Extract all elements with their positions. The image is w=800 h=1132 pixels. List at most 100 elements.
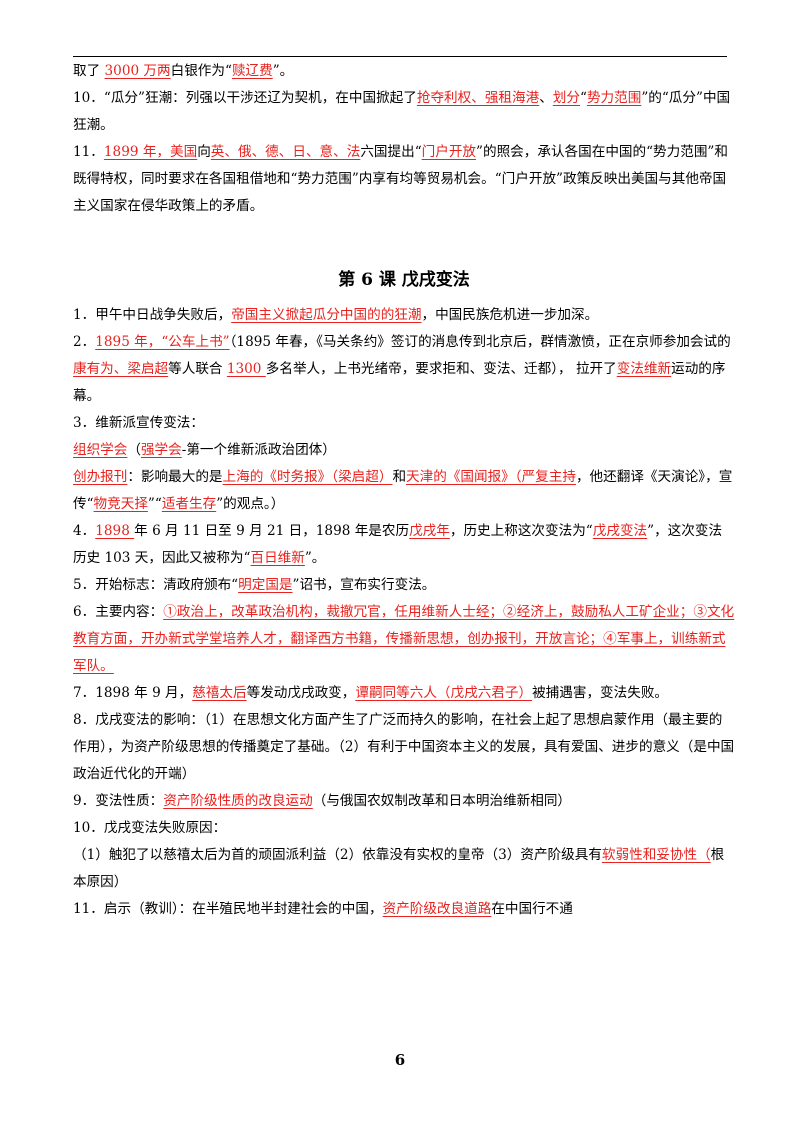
paragraph: （1）触犯了以慈禧太后为首的顽固派利益（2）依靠没有实权的皇帝（3）资产阶级具有… [73, 842, 735, 896]
text-run: ”的“瓜分”中国狂潮。 [73, 90, 731, 133]
text-run: 和 [392, 469, 407, 485]
text-run: 取了 [73, 63, 105, 79]
text-run: 1．甲午中日战争失败后， [73, 307, 232, 323]
text-run: -第一个维新派政治团体） [181, 442, 336, 458]
text-run: 年 6 月 11 日至 9 月 21 日，1898 年是农历 [134, 523, 410, 539]
text-run: 7．1898 年 9 月， [73, 685, 193, 701]
highlighted-text: 明定国是 [238, 577, 293, 593]
highlighted-text: 慈禧太后 [192, 685, 247, 701]
text-run: 在中国行不通 [491, 901, 573, 917]
text-run: 向 [197, 144, 211, 160]
text-run: ”，这次变法历史 103 天，因此又被称为“ [73, 523, 723, 566]
paragraph: 11．1899 年，美国向英、俄、德、日、意、法六国提出“门户开放”的照会，承认… [73, 139, 735, 220]
highlighted-text: 3000 万两 [104, 63, 171, 79]
paragraph: 5．开始标志：清政府颁布“明定国是”诏书，宣布实行变法。 [73, 572, 735, 599]
text-run: ：影响最大的是 [127, 469, 223, 485]
text-run: 5．开始标志：清政府颁布“ [73, 577, 239, 593]
lesson-title: 第 6 课 戊戌变法 [338, 270, 470, 290]
text-run: （1895 年春，《马关条约》签订的消息传到北京后，群情激愤，正在京师参加会试的 [229, 334, 731, 350]
highlighted-text: 抢夺利权、强租海港 [416, 90, 540, 106]
text-run: 等发动戊戌政变， [246, 685, 356, 701]
text-run: 4． [73, 523, 96, 539]
text-run: 六国提出“ [360, 144, 422, 160]
highlighted-text: 适者生存 [161, 496, 217, 512]
page-number: 6 [394, 1051, 406, 1069]
highlighted-text: 1895 年，“公车上书” [95, 334, 230, 350]
highlighted-text: 赎辽费 [231, 63, 273, 79]
highlighted-text: 1899 年，美国 [103, 144, 198, 160]
text-run: ”。 [272, 63, 294, 79]
highlighted-text: ①政治上，改革政治机构，裁撤冗官，任用维新人士经；②经济上，鼓励私人工矿企业；③… [73, 604, 735, 674]
highlighted-text: 物竞天择 [93, 496, 148, 512]
paragraph: 2．1895 年，“公车上书”（1895 年春，《马关条约》签订的消息传到北京后… [73, 329, 735, 410]
highlighted-text: 创办报刊 [73, 469, 128, 485]
paragraph: 11．启示（教训）：在半殖民地半封建社会的中国，资产阶级改良道路在中国行不通 [73, 896, 735, 923]
paragraph: 10．戊戌变法失败原因： [73, 815, 735, 842]
highlighted-text: 划分 [552, 90, 580, 106]
text-run: 运动的序幕。 [73, 361, 726, 404]
paragraph: 9．变法性质：资产阶级性质的改良运动（与俄国农奴制改革和日本明治维新相同） [73, 788, 735, 815]
paragraph: 8．戊戌变法的影响：（1）在思想文化方面产生了广泛而持久的影响，在社会上起了思想… [73, 707, 735, 788]
paragraph: 6．主要内容：①政治上，改革政治机构，裁撤冗官，任用维新人士经；②经济上，鼓励私… [73, 599, 735, 680]
section-gap [73, 220, 735, 267]
lesson-section: 1．甲午中日战争失败后，帝国主义掀起瓜分中国的的狂潮，中国民族危机进一步加深。2… [73, 302, 735, 923]
text-run: 9．变法性质： [73, 793, 164, 809]
highlighted-text: 1300 [226, 361, 266, 377]
text-run: 根本原因） [73, 847, 725, 890]
text-run: （与俄国农奴制改革和日本明治维新相同） [312, 793, 572, 809]
highlighted-text: 康有为、梁启超 [73, 361, 169, 377]
highlighted-text: 资产阶级性质的改良运动 [163, 793, 313, 809]
paragraph: 1．甲午中日战争失败后，帝国主义掀起瓜分中国的的狂潮，中国民族危机进一步加深。 [73, 302, 735, 329]
text-run: ”。 [304, 550, 326, 566]
text-run: （ [127, 442, 141, 458]
text-run: 10．“瓜分”狂潮：列强以干涉还辽为契机，在中国掀起了 [73, 90, 417, 106]
text-run: 2． [73, 334, 96, 350]
text-run: （1）触犯了以慈禧太后为首的顽固派利益（2）依靠没有实权的皇帝（3）资产阶级具有 [73, 847, 602, 863]
text-run: 6．主要内容： [73, 604, 164, 620]
text-run: 被捕遇害，变法失败。 [532, 685, 669, 701]
highlighted-text: 英、俄、德、日、意、法 [210, 144, 361, 160]
text-run: “ [579, 90, 587, 106]
paragraph: 3．维新派宣传变法： [73, 410, 735, 437]
highlighted-text: 势力范围 [586, 90, 642, 106]
text-run: 3．维新派宣传变法： [73, 415, 204, 431]
text-run: 、 [539, 90, 553, 106]
highlighted-text: 1898 [95, 523, 135, 539]
paragraph: 4．1898 年 6 月 11 日至 9 月 21 日，1898 年是农历戊戌年… [73, 518, 735, 572]
text-run: 等人联合 [168, 361, 227, 377]
paragraph: 取了 3000 万两白银作为“赎辽费”。 [73, 58, 735, 85]
highlighted-text: 戊戌变法 [592, 523, 648, 539]
paragraph: 7．1898 年 9 月，慈禧太后等发动戊戌政变，谭嗣同等六人（戊戌六君子）被捕… [73, 680, 735, 707]
highlighted-text: 软弱性和妥协性（ [601, 847, 711, 863]
text-run: 10．戊戌变法失败原因： [73, 820, 227, 836]
highlighted-text: 门户开放 [421, 144, 477, 160]
text-run: ，他还翻译《天演论》，宣传“ [73, 469, 733, 512]
highlighted-text: 组织学会 [73, 442, 128, 458]
text-run: 白银作为“ [170, 63, 232, 79]
paragraph: 组织学会（强学会-第一个维新派政治团体） [73, 437, 735, 464]
highlighted-text: 上海的《时务报》（梁启超） [222, 469, 393, 485]
paragraph: 创办报刊：影响最大的是上海的《时务报》（梁启超）和天津的《国闻报》（严复主持，他… [73, 464, 735, 518]
highlighted-text: 资产阶级改良道路 [382, 901, 492, 917]
text-run: ”“ [147, 496, 162, 512]
highlighted-text: 强学会 [140, 442, 182, 458]
highlighted-text: 百日维新 [250, 550, 305, 566]
paragraph: 10．“瓜分”狂潮：列强以干涉还辽为契机，在中国掀起了抢夺利权、强租海港、划分“… [73, 85, 735, 139]
text-run: ”的照会，承认各国在中国的“势力范围”和既得特权，同时要求在各国租借地和“势力范… [73, 144, 728, 214]
text-run: ，中国民族危机进一步加深。 [421, 307, 599, 323]
text-run: 多名举人，上书光绪帝，要求拒和、变法、迁都）， 拉开了 [265, 361, 617, 377]
text-run: 11． [73, 144, 104, 160]
header-rule [73, 56, 727, 57]
highlighted-text: 戊戌年 [409, 523, 450, 539]
page-content: 取了 3000 万两白银作为“赎辽费”。10．“瓜分”狂潮：列强以干涉还辽为契机… [73, 58, 735, 923]
text-run: ”的观点。） [216, 496, 285, 512]
highlighted-text: 变法维新 [616, 361, 672, 377]
highlighted-text: 帝国主义掀起瓜分中国的的狂潮 [231, 307, 422, 323]
text-run: ”诏书，宣布实行变法。 [292, 577, 436, 593]
text-run: ，历史上称这次变法为“ [449, 523, 593, 539]
text-run: 11．启示（教训）：在半殖民地半封建社会的中国， [73, 901, 383, 917]
continued-section: 取了 3000 万两白银作为“赎辽费”。10．“瓜分”狂潮：列强以干涉还辽为契机… [73, 58, 735, 220]
highlighted-text: 谭嗣同等六人（戊戌六君子） [355, 685, 533, 701]
highlighted-text: 天津的《国闻报》（严复主持 [406, 469, 576, 485]
text-run: 8．戊戌变法的影响：（1）在思想文化方面产生了广泛而持久的影响，在社会上起了思想… [73, 712, 735, 782]
